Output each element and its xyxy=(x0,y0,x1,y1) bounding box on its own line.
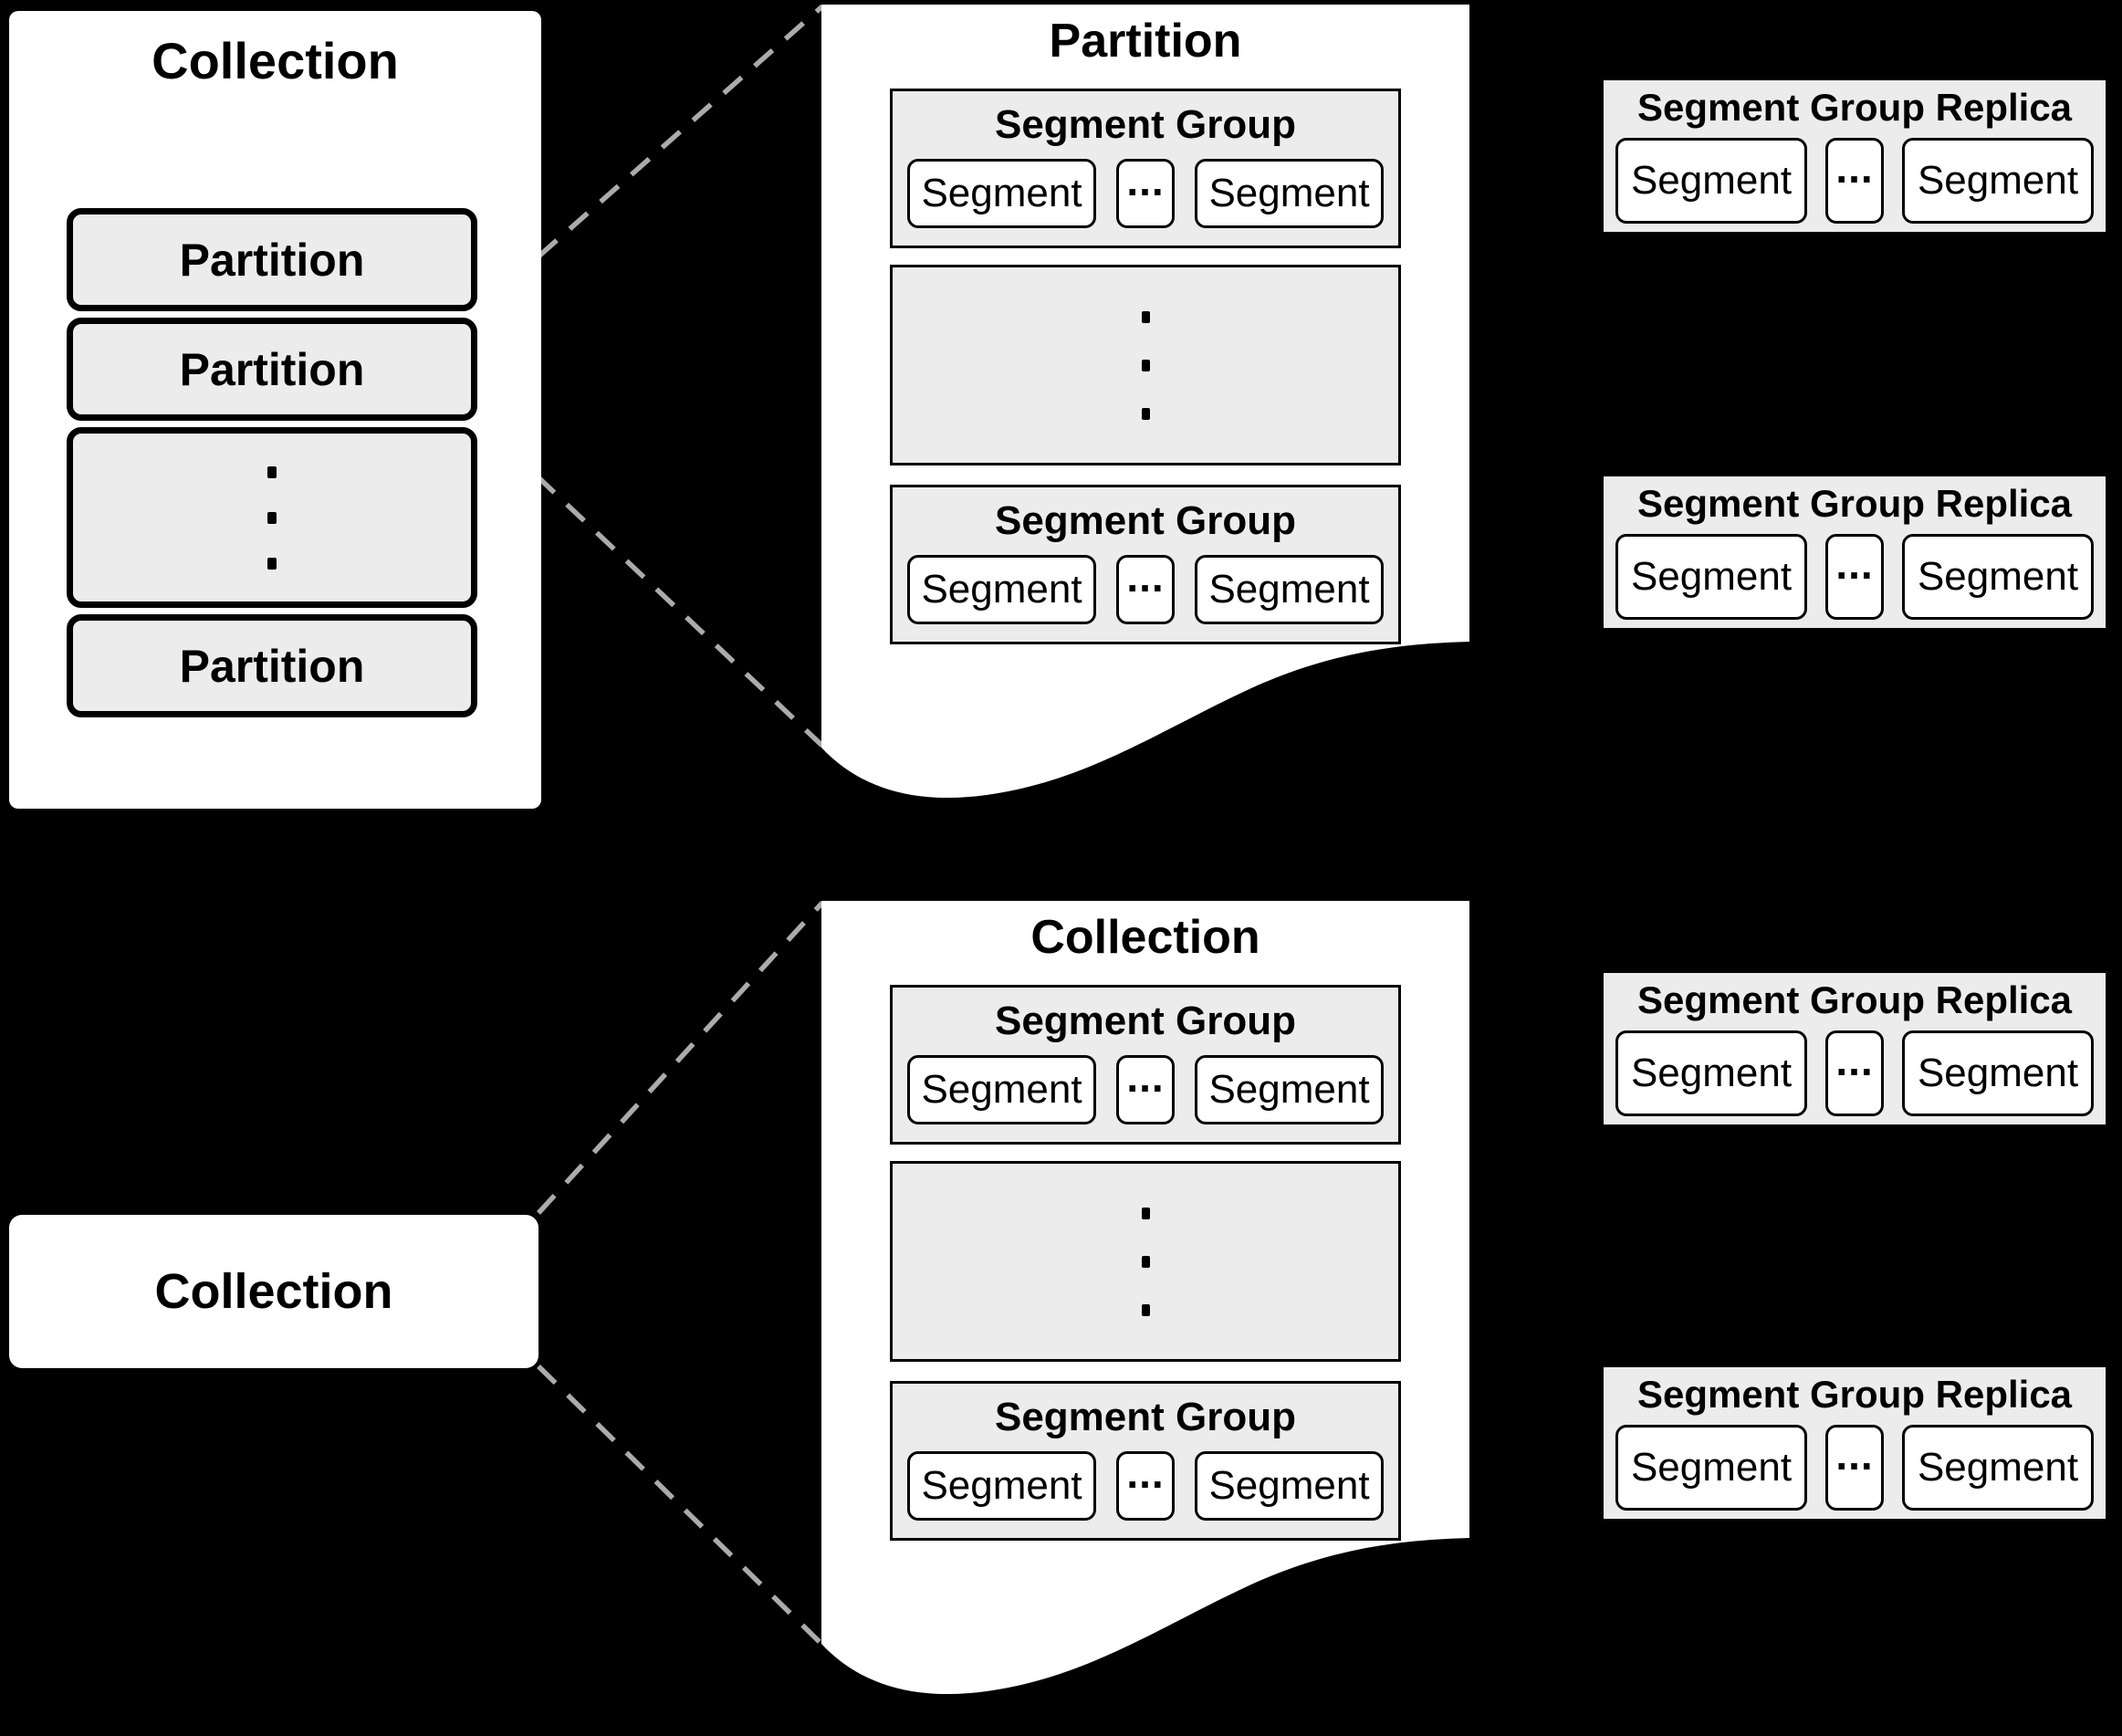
segment-group-replica-box: Segment Group Replica Segment ... Segmen… xyxy=(1601,1365,2108,1522)
horizontal-ellipsis: ... xyxy=(1126,157,1165,205)
ellipsis-box: ... xyxy=(1116,159,1175,228)
collection-label: Collection xyxy=(154,1264,393,1319)
horizontal-ellipsis: ... xyxy=(1126,553,1165,601)
segment-row: Segment ... Segment xyxy=(893,555,1398,624)
segment-box: Segment xyxy=(1902,1425,2094,1511)
replica-title: Segment Group Replica xyxy=(1636,482,2073,525)
segment-group-box: Segment Group Segment ... Segment xyxy=(890,485,1401,644)
vertical-ellipsis-icon xyxy=(1141,407,1150,420)
segment-row: Segment ... Segment xyxy=(893,159,1398,228)
partition-detail-panel: Partition Segment Group Segment ... Segm… xyxy=(821,5,1469,817)
partition-detail-title: Partition xyxy=(1049,15,1242,68)
segment-row: Segment ... Segment xyxy=(1604,1425,2106,1511)
collection-detail-title: Collection xyxy=(1030,911,1260,964)
horizontal-ellipsis: ... xyxy=(1126,1449,1165,1498)
vertical-ellipsis-icon xyxy=(267,465,277,478)
vertical-ellipsis-box xyxy=(890,1161,1401,1362)
collection-simple-box: Collection xyxy=(9,1215,538,1368)
segment-box: Segment xyxy=(1615,1425,1807,1511)
segment-group-replica-box: Segment Group Replica Segment ... Segmen… xyxy=(1601,78,2108,235)
partition-label: Partition xyxy=(179,234,365,286)
segment-group-title: Segment Group xyxy=(994,1395,1297,1439)
horizontal-ellipsis: ... xyxy=(1835,540,1874,589)
partition-label: Partition xyxy=(179,640,365,692)
ellipsis-box: ... xyxy=(1825,1425,1884,1511)
vertical-ellipsis-icon xyxy=(1141,1255,1150,1268)
segment-group-title: Segment Group xyxy=(994,498,1297,543)
ellipsis-box: ... xyxy=(1825,534,1884,620)
segment-row: Segment ... Segment xyxy=(893,1451,1398,1521)
ellipsis-box: ... xyxy=(1116,555,1175,624)
ellipsis-box: ... xyxy=(1825,138,1884,224)
horizontal-ellipsis: ... xyxy=(1126,1053,1165,1102)
vertical-ellipsis-icon xyxy=(1141,359,1150,371)
ellipsis-box: ... xyxy=(1825,1030,1884,1116)
collection-overview-box: Collection Partition Partition Partition xyxy=(9,11,541,809)
replica-title: Segment Group Replica xyxy=(1636,978,2073,1021)
segment-group-title: Segment Group xyxy=(994,999,1297,1043)
collection-title: Collection xyxy=(152,32,399,89)
vertical-ellipsis-icon xyxy=(1141,1303,1150,1316)
replica-title: Segment Group Replica xyxy=(1636,1373,2073,1416)
vertical-ellipsis-icon xyxy=(267,511,277,524)
connector-collection-bottom xyxy=(537,1365,821,1644)
segment-box: Segment xyxy=(907,159,1096,228)
partition-stack: Partition Partition Partition xyxy=(67,208,477,717)
segment-group-replica-box: Segment Group Replica Segment ... Segmen… xyxy=(1601,474,2108,631)
horizontal-ellipsis: ... xyxy=(1835,1037,1874,1085)
ellipsis-box: ... xyxy=(1116,1055,1175,1124)
segment-box: Segment xyxy=(1902,534,2094,620)
segment-group-box: Segment Group Segment ... Segment xyxy=(890,1381,1401,1541)
segment-box: Segment xyxy=(1615,1030,1807,1116)
segment-box: Segment xyxy=(1902,138,2094,224)
segment-box: Segment xyxy=(907,1451,1096,1521)
vertical-ellipsis-icon xyxy=(267,557,277,570)
segment-box: Segment xyxy=(907,1055,1096,1124)
partition-row: Partition xyxy=(67,614,477,717)
partition-label: Partition xyxy=(179,343,365,395)
segment-box: Segment xyxy=(1195,1055,1384,1124)
vertical-ellipsis-row xyxy=(67,427,477,608)
segment-group-box: Segment Group Segment ... Segment xyxy=(890,89,1401,248)
segment-group-title: Segment Group xyxy=(994,102,1297,147)
collection-detail-panel: Collection Segment Group Segment ... Seg… xyxy=(821,901,1469,1713)
segment-row: Segment ... Segment xyxy=(893,1055,1398,1124)
replica-title: Segment Group Replica xyxy=(1636,86,2073,129)
horizontal-ellipsis: ... xyxy=(1835,144,1874,193)
segment-group-box: Segment Group Segment ... Segment xyxy=(890,985,1401,1145)
vertical-ellipsis-box xyxy=(890,265,1401,465)
segment-box: Segment xyxy=(1195,1451,1384,1521)
segment-box: Segment xyxy=(907,555,1096,624)
vertical-ellipsis-icon xyxy=(1141,310,1150,323)
horizontal-ellipsis: ... xyxy=(1835,1431,1874,1480)
segment-row: Segment ... Segment xyxy=(1604,534,2106,620)
segment-box: Segment xyxy=(1615,534,1807,620)
segment-box: Segment xyxy=(1195,555,1384,624)
connector-partition-top xyxy=(476,4,824,313)
segment-box: Segment xyxy=(1902,1030,2094,1116)
vertical-ellipsis-icon xyxy=(1141,1207,1150,1219)
partition-row: Partition xyxy=(67,208,477,311)
segment-box: Segment xyxy=(1615,138,1807,224)
ellipsis-box: ... xyxy=(1116,1451,1175,1521)
segment-row: Segment ... Segment xyxy=(1604,138,2106,224)
segment-row: Segment ... Segment xyxy=(1604,1030,2106,1116)
partition-row: Partition xyxy=(67,318,477,421)
segment-group-replica-box: Segment Group Replica Segment ... Segmen… xyxy=(1601,970,2108,1127)
connector-collection-top xyxy=(536,901,825,1215)
segment-box: Segment xyxy=(1195,159,1384,228)
